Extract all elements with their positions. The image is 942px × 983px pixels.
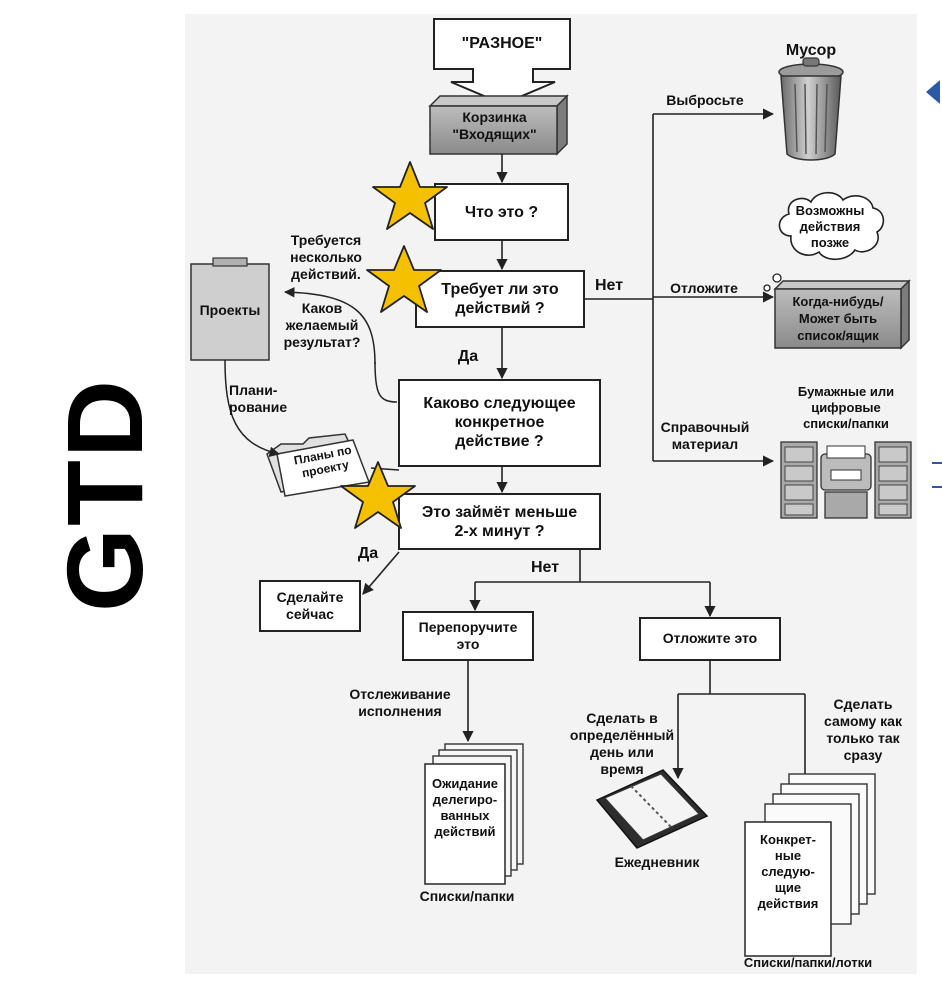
waiting-caption: Списки/папки bbox=[419, 888, 515, 904]
someday-box-label: Когда-нибудь/ Может быть список/ящик bbox=[792, 294, 884, 343]
next-action-box bbox=[398, 379, 601, 467]
trash-can-icon bbox=[778, 57, 844, 161]
planning-label: Плани- рование bbox=[229, 382, 288, 415]
asap-when-label: Сделать самому как только так сразу bbox=[824, 696, 902, 763]
someday-cloud-label: Возможны действия позже bbox=[795, 203, 865, 250]
yes-label: Да bbox=[357, 545, 379, 562]
star-icon bbox=[366, 245, 442, 313]
calendar-when-label: Сделать в определённый день или время bbox=[569, 710, 675, 777]
side-accent-arrow bbox=[926, 80, 940, 104]
star-icon bbox=[372, 161, 448, 230]
yes-label: Да bbox=[457, 348, 479, 365]
next-actions-caption: Списки/папки/лотки bbox=[743, 955, 873, 970]
filing-cabinets-icon bbox=[780, 441, 912, 519]
two-min-label: Это займёт меньше 2-х минут ? bbox=[421, 504, 578, 540]
no-label: Нет bbox=[530, 559, 560, 576]
next-actions-list-label: Конкрет- ные следую- щие действия bbox=[757, 832, 819, 911]
planner-icon bbox=[595, 769, 709, 849]
projects-label: Проекты bbox=[199, 302, 261, 318]
desired-outcome-label: Каков желаемый результат? bbox=[283, 300, 361, 350]
inbox-label: Корзинка "Входящих" bbox=[452, 109, 537, 142]
do-now-label: Сделайте сейчас bbox=[276, 589, 344, 622]
next-actions-folders-icon bbox=[744, 773, 876, 957]
gtd-flowchart: "РАЗНОЕ" Корзинка "Входящих" Что это ? Т… bbox=[185, 14, 917, 974]
reference-action-label: Справочный материал bbox=[660, 419, 750, 452]
delegate-label: Перепоручите это bbox=[418, 619, 518, 652]
multi-steps-label: Требуется несколько действий. bbox=[290, 232, 362, 282]
defer-label: Отложите это bbox=[662, 630, 758, 646]
incubate-action-label: Отложите bbox=[670, 280, 738, 296]
someday-cloud bbox=[778, 191, 885, 261]
inbox-tray bbox=[428, 94, 569, 156]
flowchart-graphics bbox=[190, 18, 912, 957]
side-accent-tick bbox=[932, 462, 942, 464]
gtd-title: GTD bbox=[43, 378, 165, 612]
reference-title: Бумажные или цифровые списки/папки bbox=[797, 384, 895, 431]
someday-tray bbox=[773, 279, 911, 350]
two-min-box bbox=[398, 493, 601, 550]
trash-title: Мусор bbox=[785, 42, 837, 59]
waiting-lists-icon bbox=[424, 743, 524, 885]
source-box bbox=[433, 18, 571, 106]
projects-folder-icon bbox=[190, 257, 270, 361]
calendar-label: Ежедневник bbox=[614, 854, 700, 870]
defer-box bbox=[639, 617, 781, 661]
waiting-label: Ожидание делегиро- ванных действий bbox=[432, 776, 498, 839]
side-accent-tick bbox=[932, 486, 942, 488]
next-action-label: Каково следующее конкретное действие ? bbox=[423, 395, 576, 450]
tracking-label: Отслеживание исполнения bbox=[349, 686, 451, 719]
what-label: Что это ? bbox=[464, 204, 539, 221]
do-now-box bbox=[259, 580, 361, 632]
star-icon bbox=[340, 461, 416, 529]
actionable-label: Требует ли это действий ? bbox=[441, 281, 559, 317]
trash-action-label: Выбросьте bbox=[666, 92, 744, 108]
delegate-box bbox=[402, 611, 534, 661]
source-box-label: "РАЗНОЕ" bbox=[461, 35, 543, 52]
no-label: Нет bbox=[594, 277, 624, 294]
